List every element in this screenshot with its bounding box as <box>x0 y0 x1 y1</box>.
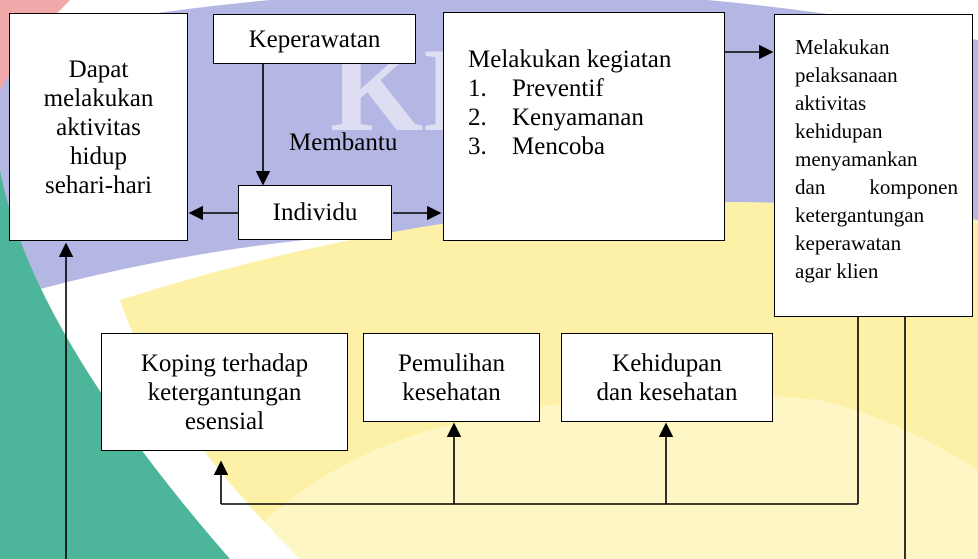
pelaksanaan-line: kehidupan <box>795 119 883 143</box>
kehidupan-line: Kehidupan <box>612 349 722 377</box>
box-melakukan-pelaksanaan: Melakukan pelaksanaan aktivitas kehidupa… <box>774 14 973 317</box>
box-dapat-melakukan-aktivitas: Dapat melakukan aktivitas hidup sehari-h… <box>9 13 188 241</box>
koping-line: ketergantungan <box>147 378 302 406</box>
box-melakukan-kegiatan: Melakukan kegiatan 1. Preventif 2. Kenya… <box>443 12 725 241</box>
box-keperawatan: Keperawatan <box>213 14 416 64</box>
watermark-yellow-band <box>120 202 978 559</box>
box-kehidupan-kesehatan: Kehidupan dan kesehatan <box>561 333 773 422</box>
individu-label: Individu <box>272 199 358 226</box>
dapat-line: melakukan <box>43 84 154 112</box>
box-koping: Koping terhadap ketergantungan esensial <box>101 333 348 451</box>
pelaksanaan-line: agar klien <box>795 259 879 283</box>
dapat-line: aktivitas <box>56 113 141 141</box>
dapat-line: sehari-hari <box>45 171 152 199</box>
pelaksanaan-line: Melakukan <box>795 35 890 59</box>
item-number: 2. <box>468 104 487 131</box>
dapat-line: hidup <box>70 142 127 170</box>
box-individu: Individu <box>238 185 392 240</box>
pemulihan-line: Pemulihan <box>398 349 505 377</box>
koping-line: esensial <box>184 407 265 435</box>
koping-line: Koping terhadap <box>140 349 309 377</box>
pelaksanaan-word: komponen <box>869 175 958 199</box>
dapat-line: Dapat <box>68 55 129 83</box>
kehidupan-line: dan kesehatan <box>596 378 738 406</box>
item-text: Mencoba <box>512 133 606 160</box>
list-item: 1. Preventif <box>468 74 724 103</box>
pelaksanaan-line: ketergantungan <box>795 203 925 227</box>
pelaksanaan-line: keperawatan <box>795 231 902 255</box>
pelaksanaan-line: menyamankan <box>795 147 918 171</box>
box-pemulihan-kesehatan: Pemulihan kesehatan <box>363 333 540 422</box>
pelaksanaan-line: aktivitas <box>795 91 867 115</box>
membantu-label: Membantu <box>289 129 398 156</box>
kegiatan-list: 1. Preventif 2. Kenyamanan 3. Mencoba <box>468 74 724 161</box>
pelaksanaan-justified-line: dan komponen <box>795 173 958 201</box>
watermark-white-wedge <box>230 394 978 559</box>
item-number: 1. <box>468 75 487 102</box>
kegiatan-title: Melakukan kegiatan <box>468 46 672 73</box>
item-text: Preventif <box>512 75 604 102</box>
list-item: 2. Kenyamanan <box>468 103 724 132</box>
list-item: 3. Mencoba <box>468 132 724 161</box>
keperawatan-label: Keperawatan <box>248 25 381 53</box>
watermark-green-band <box>0 170 230 559</box>
item-number: 3. <box>468 133 487 160</box>
pelaksanaan-line: pelaksanaan <box>795 63 898 87</box>
item-text: Kenyamanan <box>512 104 644 131</box>
pelaksanaan-word: dan <box>795 175 826 199</box>
pemulihan-line: kesehatan <box>402 378 501 406</box>
